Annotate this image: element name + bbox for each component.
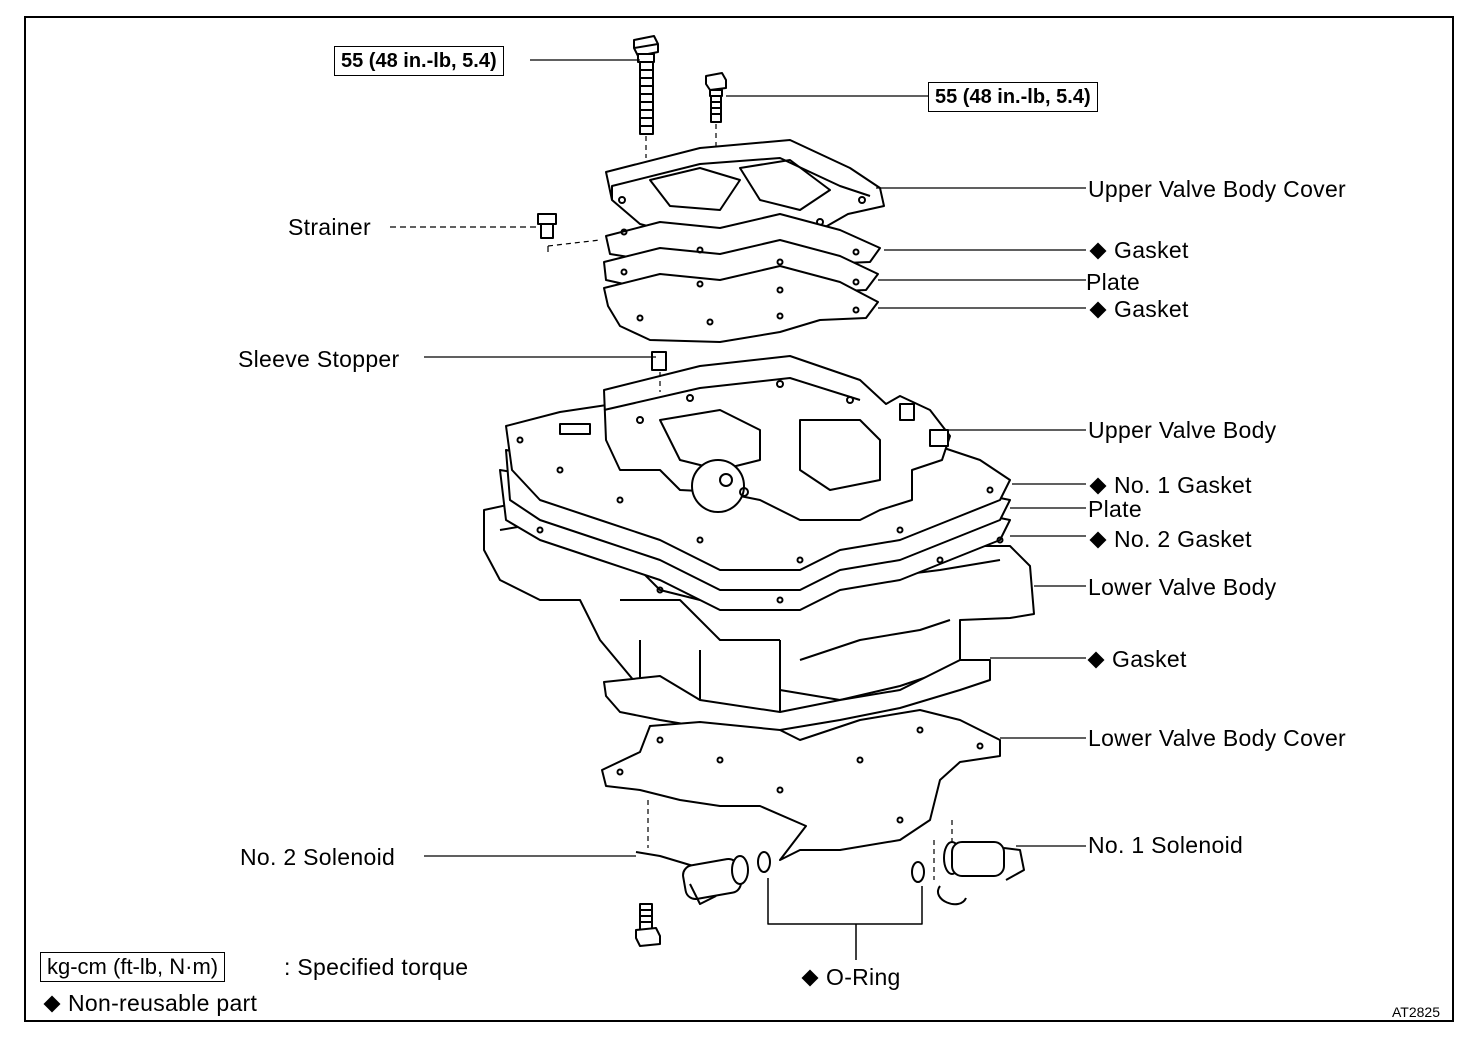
label-o-ring: O-Ring [800, 964, 901, 990]
nonreusable-diamond-icon [1089, 301, 1107, 319]
label-lower-valve-body-cover: Lower Valve Body Cover [1088, 725, 1347, 751]
label-no1-gasket: No. 1 Gasket [1088, 472, 1252, 498]
gasket-holes [620, 228, 860, 326]
gasket-upper-2 [603, 265, 879, 343]
label-no2-gasket: No. 2 Gasket [1088, 526, 1252, 552]
label-sleeve-stopper: Sleeve Stopper [238, 346, 400, 372]
gasket-lower [603, 659, 991, 731]
o-ring-right [911, 861, 925, 883]
label-no2-solenoid: No. 2 Solenoid [240, 844, 396, 870]
legend-torque-unit-box: kg-cm (ft-lb, N·m) [40, 952, 226, 982]
label-upper-valve-body-cover: Upper Valve Body Cover [1088, 176, 1347, 202]
nonreusable-diamond-icon [801, 969, 819, 987]
label-strainer: Strainer [288, 214, 371, 240]
o-ring-left [757, 851, 771, 873]
upper-valve-body [603, 355, 951, 521]
torque-callout-top-left: 55 (48 in.-lb, 5.4) [334, 46, 504, 76]
legend-torque-desc: : Specified torque [284, 954, 469, 980]
label-no1-solenoid: No. 1 Solenoid [1088, 832, 1244, 858]
bolt-bottom [635, 903, 661, 947]
bolt-long [633, 35, 659, 135]
nonreusable-diamond-icon [1089, 477, 1107, 495]
nonreusable-diamond-icon [43, 995, 61, 1013]
sheet-holes [516, 436, 1004, 604]
label-gasket-3: Gasket [1086, 646, 1187, 672]
lower-valve-body-cover [601, 709, 1001, 861]
label-plate-1: Plate [1086, 269, 1140, 295]
label-plate-2: Plate [1088, 496, 1142, 522]
label-gasket-1: Gasket [1088, 237, 1189, 263]
figure-code: AT2825 [1392, 1004, 1440, 1020]
label-lower-valve-body: Lower Valve Body [1088, 574, 1277, 600]
legend-nonreusable: Non-reusable part [40, 990, 257, 1016]
bolt-short [705, 72, 727, 123]
label-gasket-2: Gasket [1088, 296, 1189, 322]
diagram-frame [24, 16, 1454, 1022]
nonreusable-diamond-icon [1089, 242, 1107, 260]
no2-solenoid [635, 851, 749, 905]
nonreusable-diamond-icon [1089, 531, 1107, 549]
o-ring-bracket [767, 878, 923, 925]
upper-valve-body-cover [605, 139, 885, 241]
strainer [537, 213, 557, 239]
no1-solenoid [937, 841, 1025, 906]
nonreusable-diamond-icon [1087, 651, 1105, 669]
label-upper-valve-body: Upper Valve Body [1088, 417, 1277, 443]
sleeve-stopper [651, 351, 667, 371]
torque-callout-top-right: 55 (48 in.-lb, 5.4) [928, 82, 1098, 112]
